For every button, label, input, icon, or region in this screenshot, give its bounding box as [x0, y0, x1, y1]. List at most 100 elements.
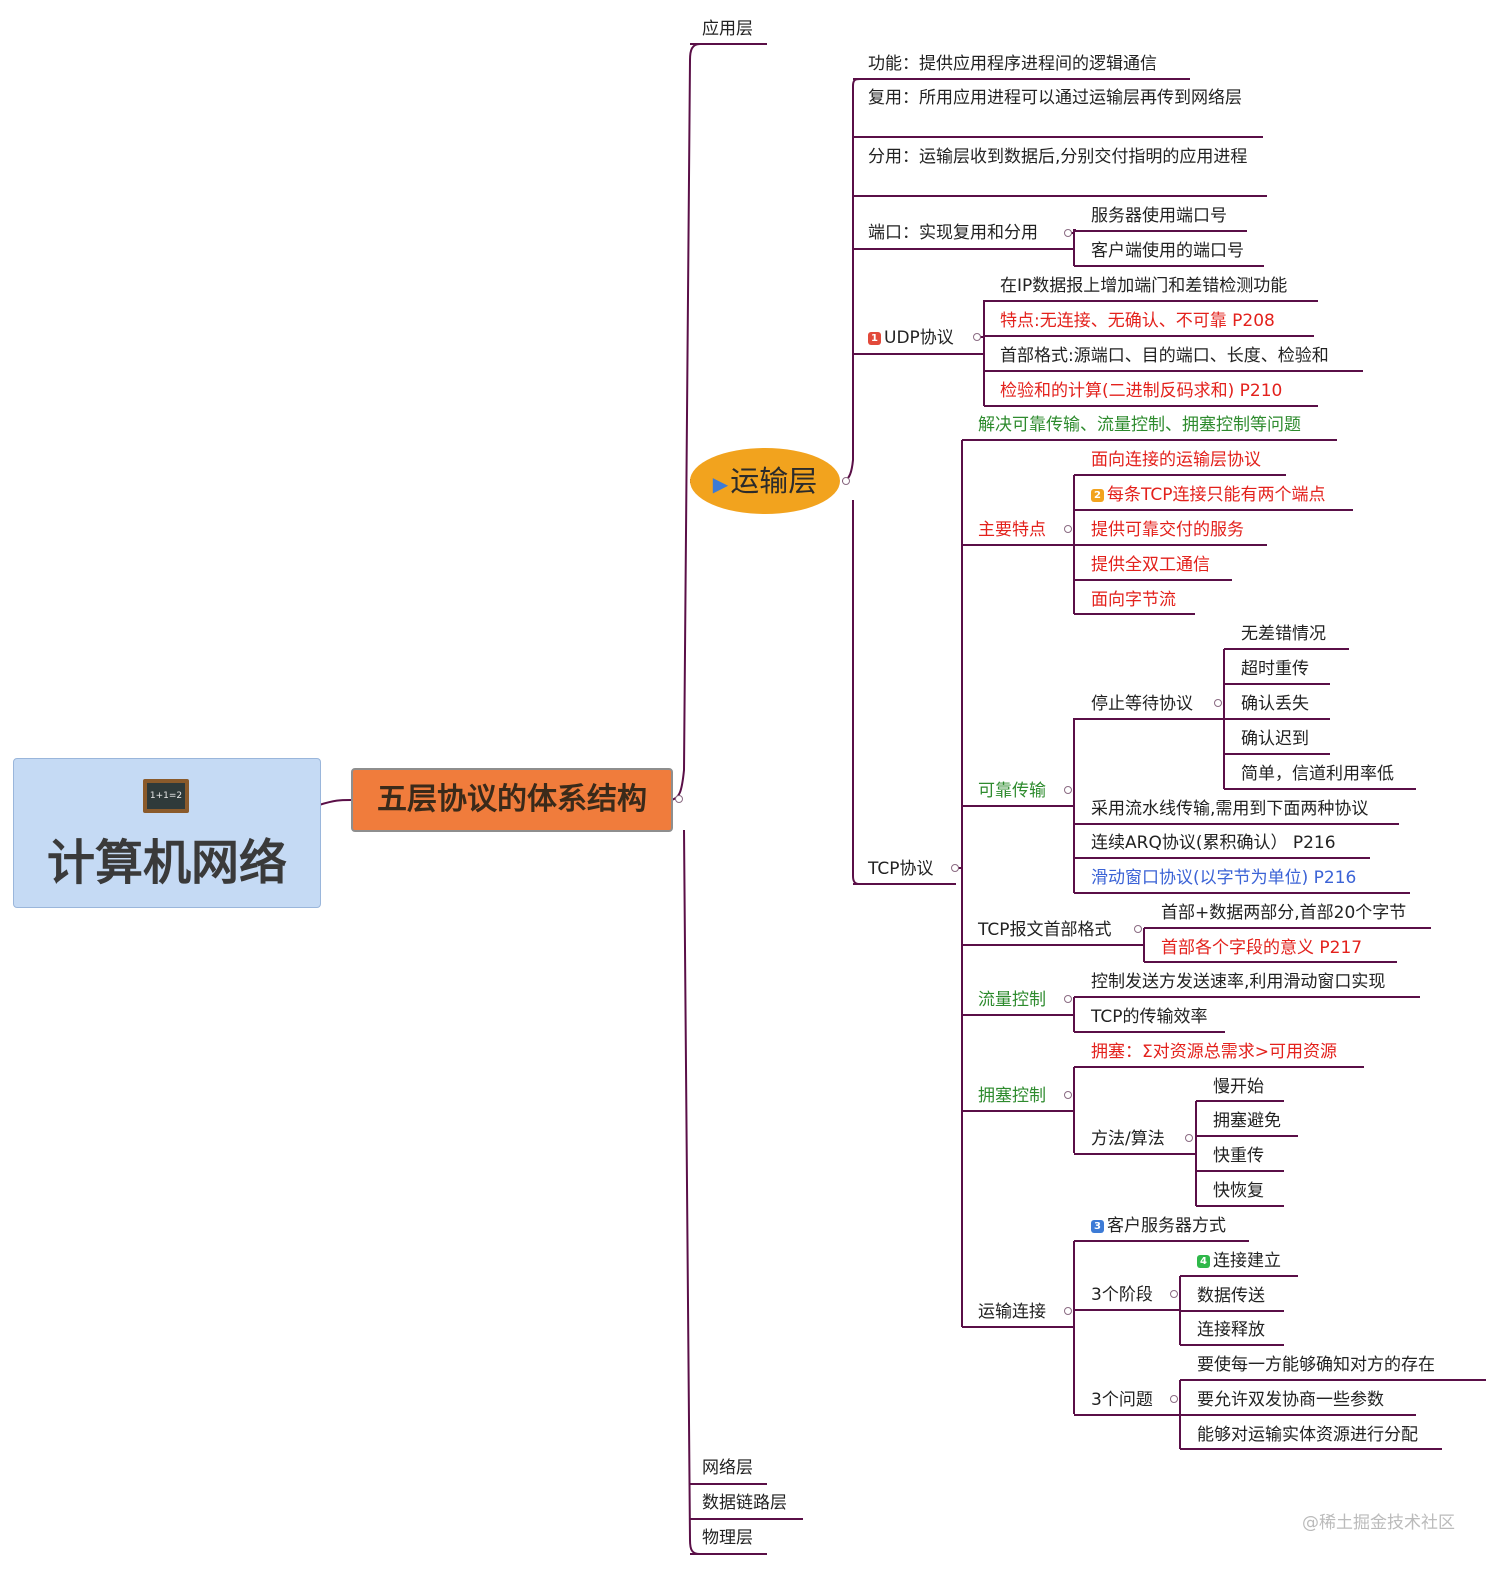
issue-item[interactable]: 能够对运输实体资源进行分配	[1197, 1425, 1418, 1445]
collapse-knob[interactable]	[1064, 1091, 1072, 1099]
method-item[interactable]: 快重传	[1213, 1146, 1264, 1166]
sliding-window-item[interactable]: 滑动窗口协议(以字节为单位) P216	[1091, 868, 1357, 888]
watermark: @稀土掘金技术社区	[1302, 1513, 1455, 1533]
feature-item-text: 每条TCP连接只能有两个端点	[1107, 485, 1326, 505]
tcp-solve[interactable]: 解决可靠传输、流量控制、拥塞控制等问题	[978, 415, 1301, 435]
transport-function[interactable]: 功能：提供应用程序进程间的逻辑通信	[868, 54, 1157, 74]
feature-item[interactable]: 面向字节流	[1091, 590, 1176, 610]
udp-item[interactable]: 在IP数据报上增加端门和差错检测功能	[1000, 276, 1288, 296]
tcp-label[interactable]: TCP协议	[868, 859, 934, 879]
phases-label[interactable]: 3个阶段	[1091, 1285, 1153, 1305]
tcp-flow-label[interactable]: 流量控制	[978, 990, 1046, 1010]
underline	[1180, 1310, 1284, 1312]
layer-datalink[interactable]: 数据链路层	[702, 1493, 787, 1513]
tcp-congestion-label[interactable]: 拥塞控制	[978, 1086, 1046, 1106]
underline	[1196, 1205, 1284, 1207]
collapse-knob[interactable]	[1064, 1307, 1072, 1315]
header-item[interactable]: 首部各个字段的意义 P217	[1161, 938, 1363, 958]
feature-item[interactable]: 面向连接的运输层协议	[1091, 450, 1261, 470]
methods-label[interactable]: 方法/算法	[1091, 1129, 1165, 1149]
underline	[1074, 892, 1410, 894]
collapse-knob[interactable]	[1214, 699, 1222, 707]
issue-item[interactable]: 要允许双发协商一些参数	[1197, 1390, 1384, 1410]
underline	[984, 335, 1314, 337]
underline	[1144, 961, 1397, 963]
underline	[853, 78, 1190, 80]
phase-item[interactable]: 数据传送	[1197, 1286, 1265, 1306]
pipeline-item[interactable]: 采用流水线传输,需用到下面两种协议	[1091, 799, 1369, 819]
underline	[1074, 1153, 1196, 1155]
layer-transport[interactable]: ▶运输层	[690, 448, 840, 514]
underline	[1074, 1031, 1225, 1033]
underline	[1180, 1344, 1284, 1346]
collapse-knob[interactable]	[1064, 229, 1072, 237]
flow-item[interactable]: TCP的传输效率	[1091, 1007, 1208, 1027]
stop-wait-item[interactable]: 确认丢失	[1241, 694, 1309, 714]
underline	[1074, 996, 1420, 998]
flow-item[interactable]: 控制发送方发送速率,利用滑动窗口实现	[1091, 972, 1386, 992]
underline	[962, 1014, 1074, 1016]
method-item[interactable]: 快恢复	[1213, 1181, 1264, 1201]
collapse-knob[interactable]	[1185, 1134, 1193, 1142]
underline	[984, 405, 1318, 407]
layer-application[interactable]: 应用层	[702, 19, 753, 39]
collapse-knob[interactable]	[1064, 786, 1072, 794]
feature-item[interactable]: 提供全双工通信	[1091, 555, 1210, 575]
arq-item[interactable]: 连续ARQ协议(累积确认） P216	[1091, 833, 1336, 853]
collapse-knob[interactable]	[1170, 1395, 1178, 1403]
collapse-knob[interactable]	[1064, 995, 1072, 1003]
collapse-knob[interactable]	[1134, 925, 1142, 933]
underline	[1074, 857, 1370, 859]
tcp-reliable-label[interactable]: 可靠传输	[978, 781, 1046, 801]
underline	[1074, 823, 1399, 825]
underline	[1180, 1414, 1416, 1416]
stop-wait-item[interactable]: 无差错情况	[1241, 624, 1326, 644]
port-client[interactable]: 客户端使用的端口号	[1091, 241, 1244, 261]
tcp-features-label[interactable]: 主要特点	[978, 520, 1046, 540]
collapse-knob[interactable]	[675, 795, 683, 803]
underline	[962, 439, 1337, 441]
tcp-header-label[interactable]: TCP报文首部格式	[978, 920, 1112, 940]
transport-demultiplex[interactable]: 分用：运输层收到数据后,分别交付指明的应用进程	[868, 147, 1248, 167]
udp-item[interactable]: 特点:无连接、无确认、不可靠 P208	[1000, 311, 1275, 331]
udp-item[interactable]: 检验和的计算(二进制反码求和) P210	[1000, 381, 1283, 401]
collapse-knob[interactable]	[842, 477, 850, 485]
port-server[interactable]: 服务器使用端口号	[1091, 206, 1227, 226]
underline	[853, 353, 984, 355]
underline	[1074, 544, 1267, 546]
method-item[interactable]: 慢开始	[1213, 1077, 1264, 1097]
main-topic[interactable]: 五层协议的体系结构	[351, 768, 673, 832]
underline	[1074, 265, 1264, 267]
header-item[interactable]: 首部+数据两部分,首部20个字节	[1161, 903, 1407, 923]
method-item[interactable]: 拥塞避免	[1213, 1111, 1281, 1131]
root-topic[interactable]: 1+1=2 计算机网络	[13, 758, 321, 908]
stop-wait-item[interactable]: 简单，信道利用率低	[1241, 764, 1394, 784]
stop-wait-item[interactable]: 确认迟到	[1241, 729, 1309, 749]
collapse-knob[interactable]	[973, 333, 981, 341]
feature-item[interactable]: 提供可靠交付的服务	[1091, 520, 1244, 540]
tcp-connection-label[interactable]: 运输连接	[978, 1302, 1046, 1322]
udp-item[interactable]: 首部格式:源端口、目的端口、长度、检验和	[1000, 346, 1329, 366]
underline	[962, 805, 1074, 807]
phase-item[interactable]: 连接释放	[1197, 1320, 1265, 1340]
layer-network[interactable]: 网络层	[702, 1458, 753, 1478]
collapse-knob[interactable]	[1064, 525, 1072, 533]
underline	[690, 1483, 767, 1485]
transport-multiplex[interactable]: 复用：所用应用进程可以通过运输层再传到网络层	[868, 88, 1242, 108]
collapse-knob[interactable]	[951, 864, 959, 872]
stop-wait-item[interactable]: 超时重传	[1241, 659, 1309, 679]
stop-wait-label[interactable]: 停止等待协议	[1091, 694, 1193, 714]
congestion-definition[interactable]: 拥塞：Σ对资源总需求>可用资源	[1091, 1042, 1337, 1062]
issue-item[interactable]: 要使每一方能够确知对方的存在	[1197, 1355, 1435, 1375]
issues-label[interactable]: 3个问题	[1091, 1390, 1153, 1410]
udp-label-text: UDP协议	[884, 328, 954, 348]
layer-physical[interactable]: 物理层	[702, 1528, 753, 1548]
collapse-knob[interactable]	[1170, 1290, 1178, 1298]
underline	[1180, 1379, 1486, 1381]
flag-icon: ▶	[712, 472, 729, 496]
port-label[interactable]: 端口：实现复用和分用	[868, 223, 1038, 243]
